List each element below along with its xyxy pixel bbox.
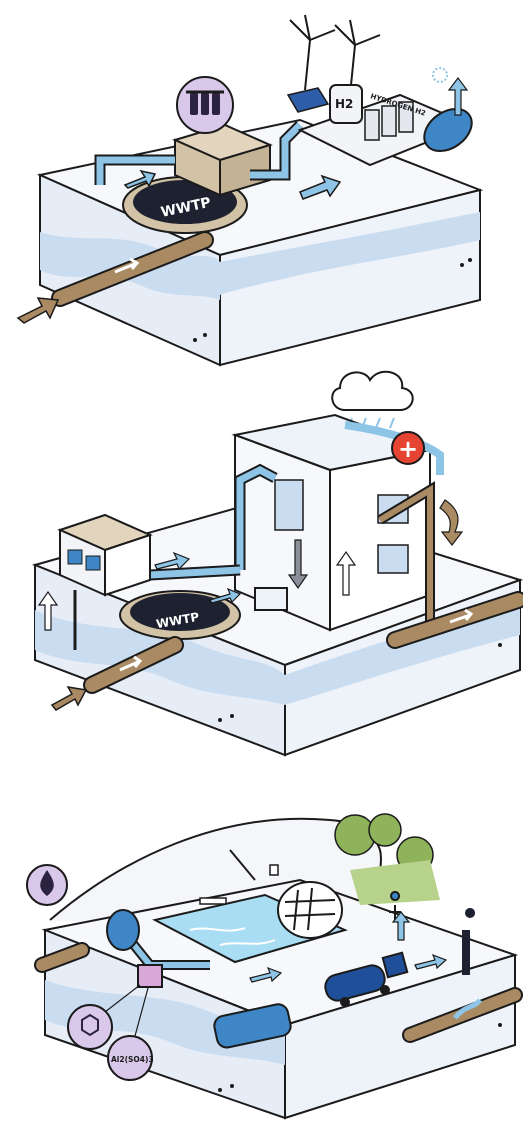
- soil-dot: [230, 1084, 234, 1088]
- panel-wwtp-hydrogen: WWTP H2 HYDROGEN H2: [0, 0, 523, 370]
- hospital-window: [378, 545, 408, 573]
- tree-icon: [335, 815, 375, 855]
- soil-dot: [203, 333, 207, 337]
- panel-wwtp-hospital-drawing: + WWTP: [0, 360, 523, 760]
- electrolyser-stack: [365, 110, 379, 140]
- soil-dot: [218, 1088, 222, 1092]
- cloud-icon: [332, 372, 412, 410]
- down-arrow-icon: [440, 500, 462, 545]
- cup-icon: [270, 865, 278, 875]
- clean-water-pipe-fill: [150, 570, 240, 575]
- lab-window: [68, 550, 82, 564]
- wind-turbine-tower: [305, 40, 310, 90]
- inflow-arrow-icon: [18, 298, 58, 323]
- red-cross-symbol: +: [398, 435, 418, 463]
- hydrant-icon: [462, 930, 470, 975]
- soil-dot: [498, 643, 502, 647]
- solar-panel-icon: [288, 88, 328, 112]
- truck-wheel: [380, 985, 390, 995]
- toilet-room: [275, 480, 303, 530]
- soil-dot: [230, 714, 234, 718]
- soil-dot: [498, 1023, 502, 1027]
- truck-wheel: [340, 997, 350, 1007]
- dosing-unit: [138, 965, 162, 987]
- soil-dot: [218, 718, 222, 722]
- panel-wwtp-hydrogen-drawing: WWTP H2 HYDROGEN H2: [0, 0, 523, 370]
- h2-label: H2: [335, 97, 353, 111]
- tree-icon: [369, 814, 401, 846]
- filter-cartridge-icon: [201, 93, 209, 115]
- wind-turbine-blades-icon: [290, 15, 335, 40]
- soil-dot: [468, 258, 472, 262]
- tanker-truck-cab: [383, 953, 407, 977]
- electrolyser-stack: [382, 106, 396, 136]
- gas-bubble: [433, 68, 447, 82]
- wind-turbine-blades-icon: [335, 20, 380, 45]
- filter-cartridge-icon: [212, 93, 220, 115]
- treatment-box: [255, 588, 287, 610]
- inflow-arrow-icon: [52, 687, 86, 710]
- diving-board: [200, 898, 226, 904]
- chemical-label: Al2(SO4)3: [111, 1055, 154, 1064]
- person-icon: [465, 908, 475, 918]
- filter-cartridge-icon: [190, 93, 198, 115]
- panel-water-reuse: Al2(SO4)3: [0, 790, 523, 1120]
- lab-window: [86, 556, 100, 570]
- treatment-tank: [107, 910, 139, 950]
- soil-dot: [193, 338, 197, 342]
- panel-wwtp-hospital: + WWTP: [0, 360, 523, 760]
- panel-water-reuse-drawing: Al2(SO4)3: [0, 790, 523, 1120]
- soil-dot: [460, 263, 464, 267]
